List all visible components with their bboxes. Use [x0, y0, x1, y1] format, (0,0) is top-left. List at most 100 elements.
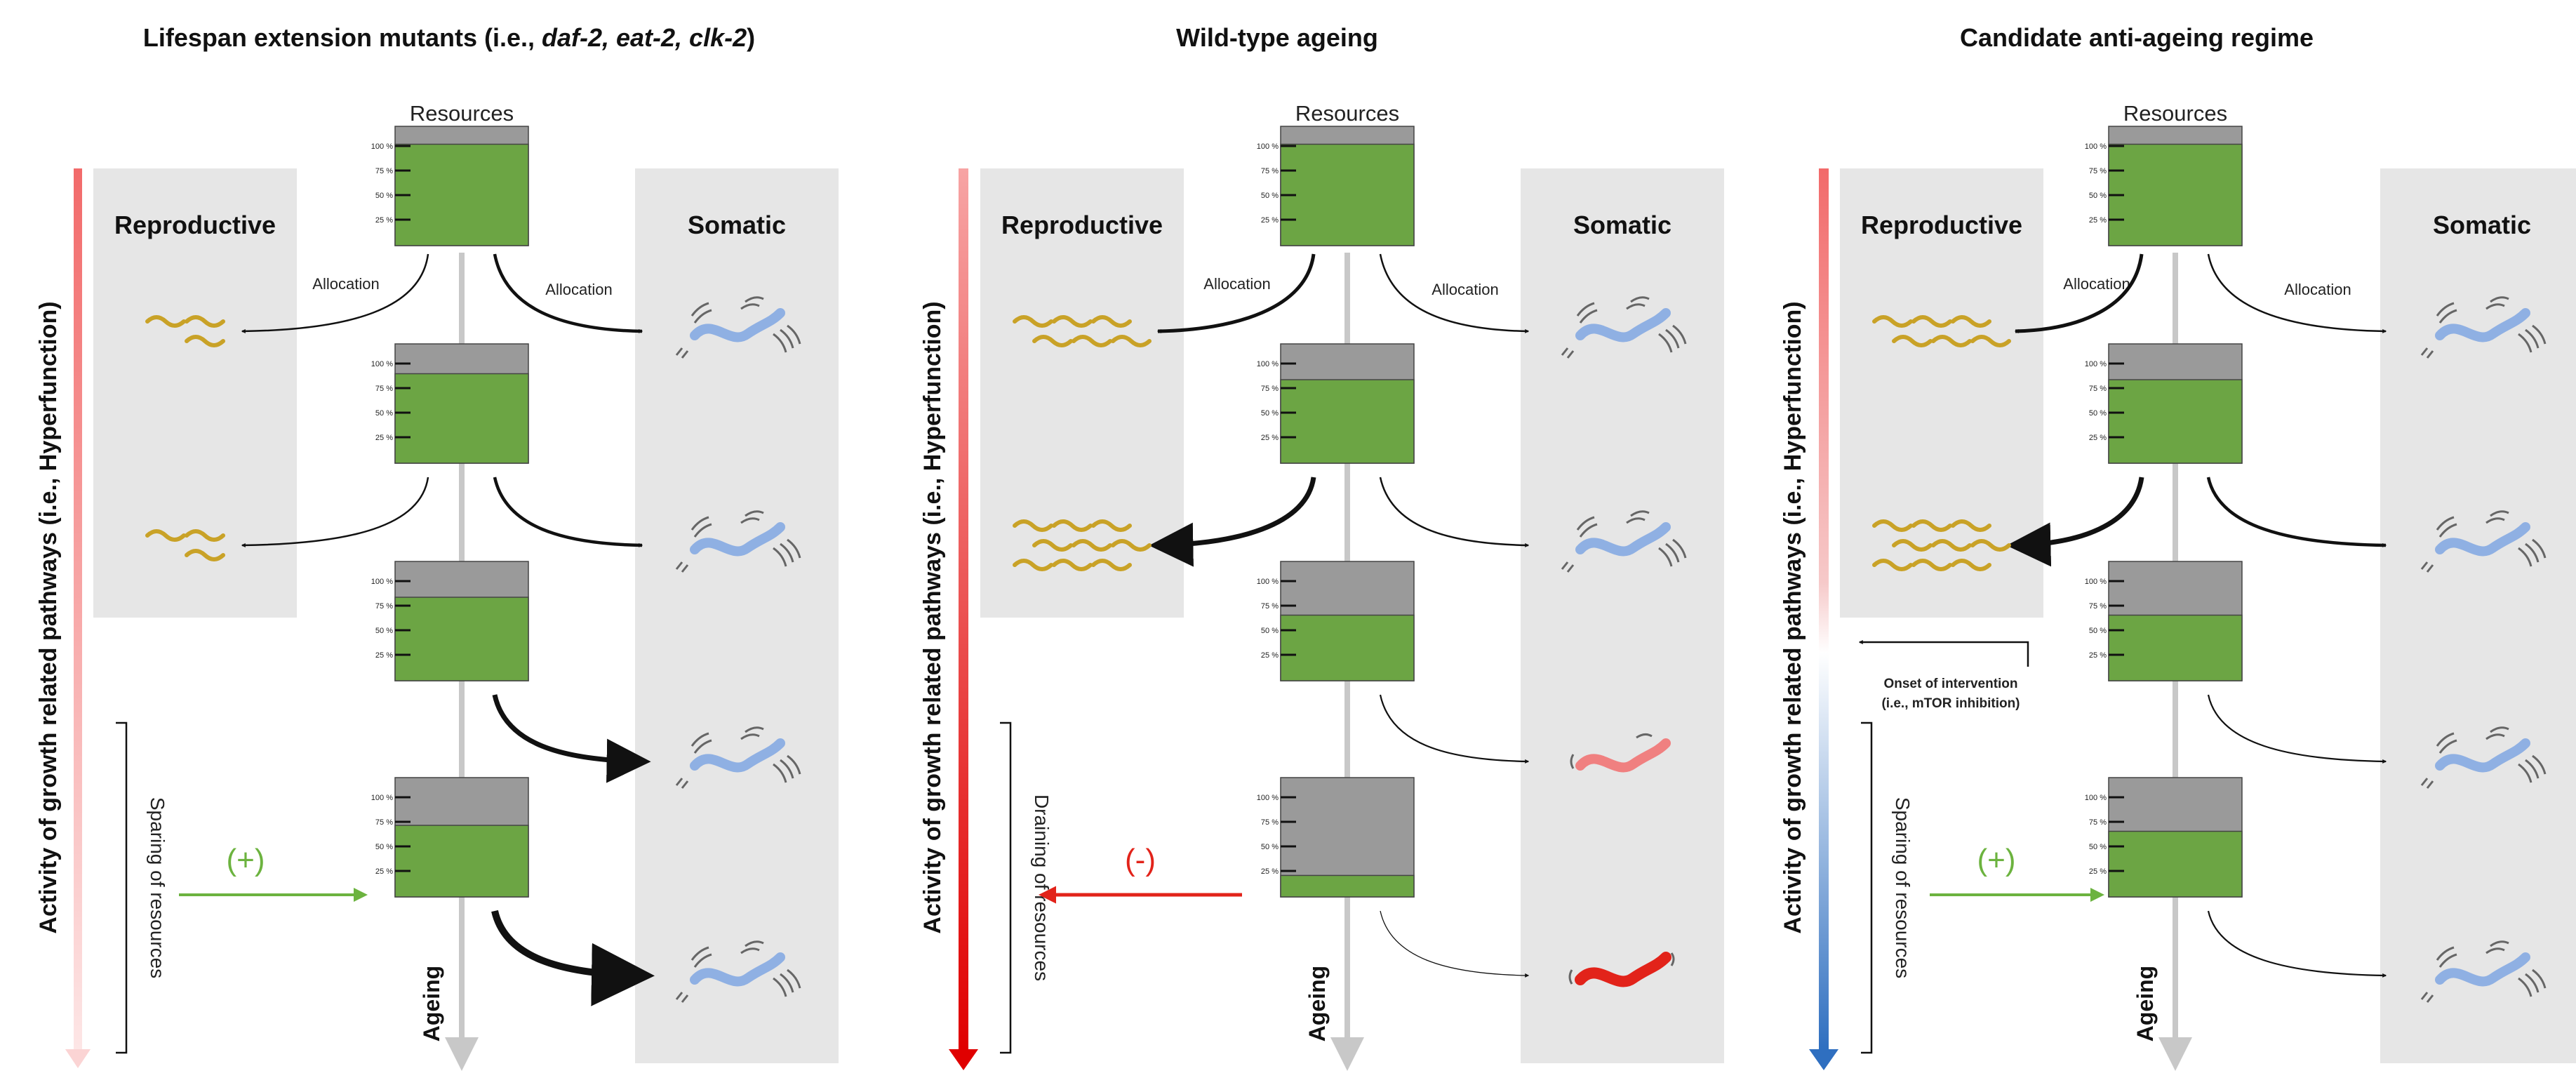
gauge-tick-label: 100 % [371, 794, 393, 802]
gauge-tick-label: 25 % [2089, 651, 2107, 660]
effect-sign: (+) [227, 843, 265, 877]
gauge-tick-label: 25 % [1261, 216, 1279, 225]
larva-icon [1911, 315, 1952, 328]
effect-sign: (+) [1977, 843, 2016, 877]
hyperfunction-arrowhead [65, 1049, 91, 1068]
gauge-tick-label: 75 % [2089, 167, 2107, 175]
gauge-tick-label: 100 % [1257, 360, 1279, 368]
larva-icon [1931, 539, 1972, 552]
gauge-tick-label: 100 % [1257, 794, 1279, 802]
larva-icon [1072, 335, 1112, 347]
larva-icon [185, 549, 225, 561]
larva-icon [1951, 519, 1991, 532]
resource-gauge: 100 %75 %50 %25 % [371, 126, 529, 246]
resource-gauge: 100 %75 %50 %25 % [2085, 343, 2243, 464]
panel-1-title: Lifespan extension mutants (i.e., daf-2,… [143, 23, 755, 52]
allocation-arrow-soma-3 [2207, 694, 2387, 764]
worms [675, 296, 801, 1003]
allocation-left-label: Allocation [1203, 275, 1270, 293]
hyperfunction-gradient-bar [74, 168, 82, 1049]
effect-sign: (-) [1125, 843, 1156, 877]
somatic-label: Somatic [2433, 211, 2531, 239]
allocation-arrow-repro-2 [241, 477, 429, 547]
allocation-arrow-soma-1 [2207, 253, 2387, 333]
gauge-tick-label: 100 % [371, 360, 393, 368]
gauge-fill [394, 143, 529, 246]
gauge-fill [394, 597, 529, 681]
gauge-tick-label: 100 % [2085, 360, 2107, 368]
larva-icon [1872, 315, 1913, 328]
offspring-larvae [145, 315, 225, 347]
gauge-fill [1280, 614, 1415, 681]
allocation-arrow-repro-2 [2006, 477, 2144, 567]
larva-icon [185, 529, 225, 542]
resource-gauge: 100 %75 %50 %25 % [2085, 561, 2243, 681]
reproductive-label: Reproductive [1001, 211, 1163, 239]
somatic-region [2380, 168, 2576, 1063]
resource-gauge: 100 %75 %50 %25 % [2085, 126, 2243, 246]
healthy-worm-icon [2420, 940, 2547, 1003]
panel-wild-type: Reproductive Somatic Activity of growth … [919, 101, 1724, 1071]
larva-icon [145, 315, 186, 328]
allocation-arrow-soma-3 [492, 694, 651, 783]
panel-2-title: Wild-type ageing [1176, 23, 1378, 52]
allocation-left-label: Allocation [2063, 275, 2130, 293]
gauge-fill [2108, 614, 2243, 681]
gauge-tick-label: 50 % [1261, 409, 1279, 418]
allocation-arrow-soma-4 [491, 910, 655, 1006]
resources-label: Resources [410, 101, 514, 126]
larva-icon [1951, 315, 1991, 328]
gauge-tick-label: 75 % [1261, 602, 1279, 611]
gauge-fill [394, 373, 529, 464]
healthy-worm-icon [1561, 510, 1687, 573]
gauge-tick-label: 50 % [2089, 192, 2107, 200]
declining-worm-icon [1570, 733, 1671, 773]
gauge-tick-label: 75 % [2089, 818, 2107, 827]
resources-label: Resources [1295, 101, 1399, 126]
gauge-tick-label: 25 % [1261, 867, 1279, 876]
allocation-arrow-soma-1 [493, 253, 643, 333]
larva-icon [1111, 335, 1152, 347]
gauge-tick-label: 100 % [1257, 578, 1279, 586]
allocation-arrow-soma-1 [1379, 253, 1530, 333]
gauge-tick-label: 100 % [371, 578, 393, 586]
allocation-arrow-soma-4 [1380, 910, 1530, 978]
gauge-tick-label: 75 % [375, 385, 393, 393]
allocation-arrow-repro-1 [1156, 253, 1316, 333]
gauge-fill [1280, 143, 1415, 246]
gauge-tick-label: 75 % [1261, 385, 1279, 393]
larva-icon [1072, 539, 1112, 552]
hyperfunction-axis-label: Activity of growth related pathways (i.e… [919, 301, 946, 933]
gauge-tick-label: 75 % [1261, 818, 1279, 827]
gauge-tick-label: 25 % [1261, 434, 1279, 442]
gauge-tick-label: 100 % [371, 142, 393, 151]
hyperfunction-arrowhead [1809, 1049, 1838, 1070]
allocation-arrow-soma-2 [2206, 477, 2387, 547]
gauge-tick-label: 25 % [2089, 867, 2107, 876]
somatic-label: Somatic [1573, 211, 1671, 239]
larva-icon [1931, 335, 1972, 347]
gauge-tick-label: 50 % [2089, 409, 2107, 418]
larva-icon [1032, 539, 1073, 552]
gauges: 100 %75 %50 %25 %100 %75 %50 %25 %100 %7… [2085, 126, 2243, 898]
gauge-fill [394, 825, 529, 898]
allocation-arrow-repro-2 [1149, 477, 1316, 567]
healthy-worm-icon [675, 510, 801, 573]
allocation-arrow-repro-1 [2014, 253, 2144, 333]
gauge-fill [1280, 379, 1415, 464]
bracket [1000, 721, 1012, 1054]
healthy-worm-icon [1561, 296, 1687, 359]
offspring-larvae [145, 529, 225, 561]
larva-icon [1013, 559, 1053, 571]
gauge-tick-label: 75 % [2089, 602, 2107, 611]
worms [2420, 296, 2547, 1003]
healthy-worm-icon [2420, 726, 2547, 789]
larva-icon [1013, 315, 1053, 328]
reproductive-label: Reproductive [114, 211, 276, 239]
gauge-tick-label: 50 % [2089, 843, 2107, 851]
healthy-worm-icon [675, 940, 801, 1003]
onset-label-line-2: (i.e., mTOR inhibition) [1881, 696, 2020, 711]
larva-icon [1872, 519, 1913, 532]
gauge-tick-label: 25 % [2089, 216, 2107, 225]
resource-gauge: 100 %75 %50 %25 % [1257, 561, 1415, 681]
